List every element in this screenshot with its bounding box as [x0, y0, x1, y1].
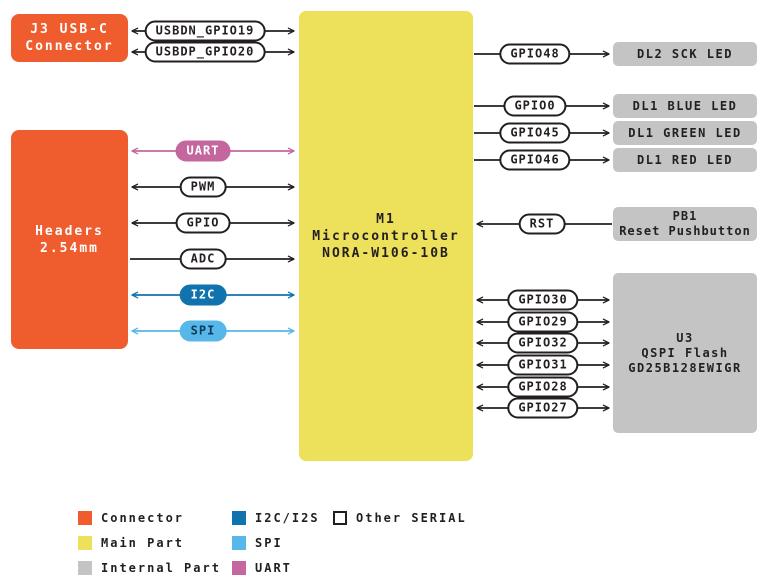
dl1-green-led-box: DL1 GREEN LED	[613, 121, 757, 145]
pill-gpio46: GPIO46	[499, 149, 571, 171]
legend-item-i2c: I2C/I2S	[232, 511, 320, 525]
i2c-swatch-icon	[232, 511, 246, 525]
legend-label: SPI	[255, 536, 283, 550]
box-label: 2.54mm	[40, 240, 99, 256]
box-label: GD25B128EWIGR	[628, 360, 742, 375]
legend-item-uart: UART	[232, 561, 292, 575]
legend-item-internal-part: Internal Part	[78, 561, 221, 575]
uart-swatch-icon	[232, 561, 246, 575]
other-serial-swatch-icon	[333, 511, 347, 525]
dl2-sck-led-box: DL2 SCK LED	[613, 42, 757, 66]
pill-gpio45: GPIO45	[499, 122, 571, 144]
headers-box: Headers 2.54mm	[11, 130, 128, 349]
pill-gpio29: GPIO29	[507, 311, 579, 333]
pill-spi: SPI	[179, 320, 227, 342]
internal-part-swatch-icon	[78, 561, 92, 575]
box-label: Reset Pushbutton	[619, 224, 751, 238]
legend-item-other-serial: Other SERIAL	[333, 511, 467, 525]
pill-i2c: I2C	[179, 284, 227, 306]
box-label: DL2 SCK LED	[637, 46, 733, 61]
legend-item-main-part: Main Part	[78, 536, 184, 550]
box-label: J3 USB-C	[30, 22, 109, 37]
pill-gpio: GPIO	[175, 212, 231, 234]
pill-rst: RST	[518, 213, 566, 235]
pb1-reset-pushbutton-box: PB1 Reset Pushbutton	[613, 207, 757, 241]
legend-label: UART	[255, 561, 292, 575]
pill-gpio27: GPIO27	[507, 397, 579, 419]
m1-microcontroller-box: M1 Microcontroller NORA-W106-10B	[299, 11, 473, 461]
pill-pwm: PWM	[179, 176, 227, 198]
main-part-swatch-icon	[78, 536, 92, 550]
box-label: DL1 RED LED	[637, 152, 733, 167]
legend-label: Internal Part	[101, 561, 221, 575]
dl1-red-led-box: DL1 RED LED	[613, 148, 757, 172]
j3-usb-c-connector-box: J3 USB-C Connector	[11, 14, 128, 62]
pill-gpio32: GPIO32	[507, 332, 579, 354]
pill-usbdp-gpio20: USBDP_GPIO20	[144, 41, 266, 63]
box-label: U3	[676, 330, 694, 345]
u3-qspi-flash-box: U3 QSPI Flash GD25B128EWIGR	[613, 273, 757, 433]
box-label: Connector	[25, 39, 114, 54]
box-label: Microcontroller	[312, 228, 460, 244]
pill-gpio28: GPIO28	[507, 376, 579, 398]
dl1-blue-led-box: DL1 BLUE LED	[613, 94, 757, 118]
legend-label: Main Part	[101, 536, 185, 550]
pill-uart: UART	[175, 140, 231, 162]
box-label: M1	[376, 211, 396, 227]
box-label: PB1	[672, 209, 698, 223]
pill-gpio31: GPIO31	[507, 354, 579, 376]
spi-swatch-icon	[232, 536, 246, 550]
box-label: Headers	[35, 223, 104, 239]
connector-swatch-icon	[78, 511, 92, 525]
legend-item-connector: Connector	[78, 511, 184, 525]
legend-label: Connector	[101, 511, 185, 525]
box-label: QSPI Flash	[641, 345, 729, 360]
pill-gpio30: GPIO30	[507, 289, 579, 311]
pill-gpio48: GPIO48	[499, 43, 571, 65]
legend-label: I2C/I2S	[255, 511, 320, 525]
legend-label: Other SERIAL	[356, 511, 467, 525]
pill-usbdn-gpio19: USBDN_GPIO19	[144, 20, 266, 42]
pill-gpio0: GPIO0	[503, 95, 567, 117]
legend-item-spi: SPI	[232, 536, 283, 550]
box-label: DL1 BLUE LED	[632, 98, 738, 113]
box-label: DL1 GREEN LED	[628, 125, 742, 140]
box-label: NORA-W106-10B	[322, 245, 450, 261]
pill-adc: ADC	[179, 248, 227, 270]
